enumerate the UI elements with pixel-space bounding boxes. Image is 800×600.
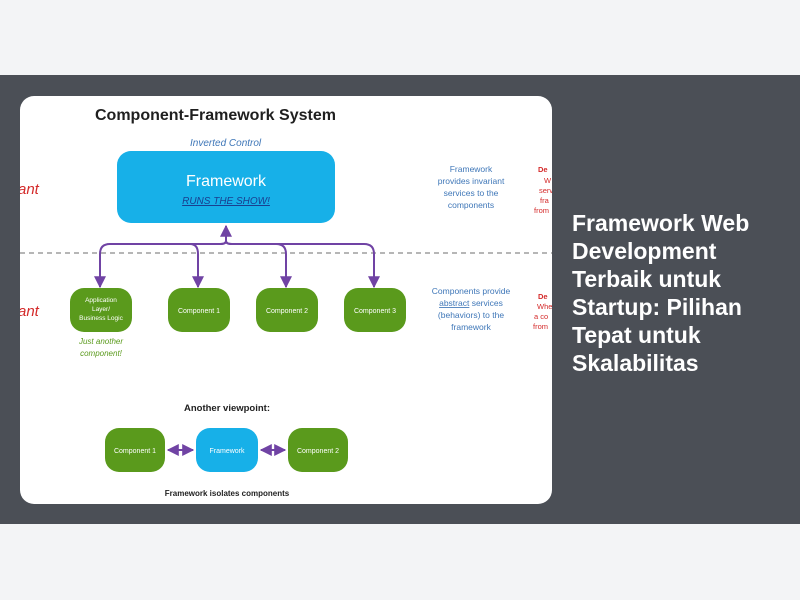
framework-label: Framework (186, 173, 267, 190)
component-1 (168, 288, 230, 332)
svg-text:(behaviors) to the: (behaviors) to the (438, 310, 504, 320)
left-cut-label-top: ant (20, 181, 40, 198)
just-another-note: Just another component! (78, 337, 123, 358)
right-cut-notes-bottom: De Whe a co from (533, 292, 552, 331)
svg-text:De: De (538, 292, 548, 301)
note-framework-invariant: Framework provides invariant services to… (438, 164, 505, 210)
svg-text:from: from (533, 322, 548, 331)
left-cut-label-bottom: ant (20, 303, 40, 320)
framework-sub-label: RUNS THE SHOW! (182, 196, 270, 207)
control-arrows (94, 224, 380, 289)
svg-text:Components provide: Components provide (432, 286, 511, 296)
diagram-card: Component-Framework System Inverted Cont… (20, 96, 552, 504)
svg-text:components: components (448, 200, 494, 210)
svg-text:serv: serv (539, 186, 552, 195)
svg-text:Framework: Framework (450, 164, 493, 174)
component-2-label: Component 2 (266, 308, 308, 315)
another-viewpoint-label: Another viewpoint: (184, 403, 270, 414)
viewpoint-framework (196, 428, 258, 472)
svg-text:Just another: Just another (78, 337, 123, 346)
viewpoint-component-2 (288, 428, 348, 472)
inverted-control-label: Inverted Control (190, 138, 262, 149)
svg-text:framework: framework (451, 322, 491, 332)
svg-text:Whe: Whe (537, 302, 552, 311)
viewpoint-framework-label: Framework (209, 448, 245, 455)
svg-text:a co: a co (534, 312, 548, 321)
diagram-title: Component-Framework System (95, 107, 336, 124)
svg-text:provides invariant: provides invariant (438, 176, 505, 186)
article-title: Framework Web Development Terbaik untuk … (572, 210, 750, 376)
viewpoint-component-1-label: Component 1 (114, 448, 156, 455)
component-3 (344, 288, 406, 332)
app-layer-label: Application Layer/ Business Logic (79, 297, 123, 322)
svg-text:component!: component! (80, 349, 123, 358)
svg-text:W: W (544, 176, 552, 185)
right-cut-notes-top: De W serv fra from (534, 165, 552, 215)
svg-text:services to the: services to the (444, 188, 499, 198)
component-framework-diagram: Component-Framework System Inverted Cont… (20, 107, 552, 498)
svg-text:De: De (538, 165, 548, 174)
svg-text:from: from (534, 206, 549, 215)
svg-text:Business Logic: Business Logic (79, 315, 123, 322)
app-layer-component (70, 288, 132, 332)
svg-text:Application: Application (85, 297, 117, 304)
isolates-caption: Framework isolates components (165, 489, 290, 498)
component-3-label: Component 3 (354, 308, 396, 315)
viewpoint-component-1 (105, 428, 165, 472)
svg-text:fra: fra (540, 196, 550, 205)
svg-text:abstract services: abstract services (439, 298, 503, 308)
component-2 (256, 288, 318, 332)
viewpoint-component-2-label: Component 2 (297, 448, 339, 455)
framework-box (117, 151, 335, 223)
component-1-label: Component 1 (178, 308, 220, 315)
note-components-abstract: Components provide abstract services (be… (432, 286, 511, 332)
svg-text:Layer/: Layer/ (92, 306, 110, 313)
